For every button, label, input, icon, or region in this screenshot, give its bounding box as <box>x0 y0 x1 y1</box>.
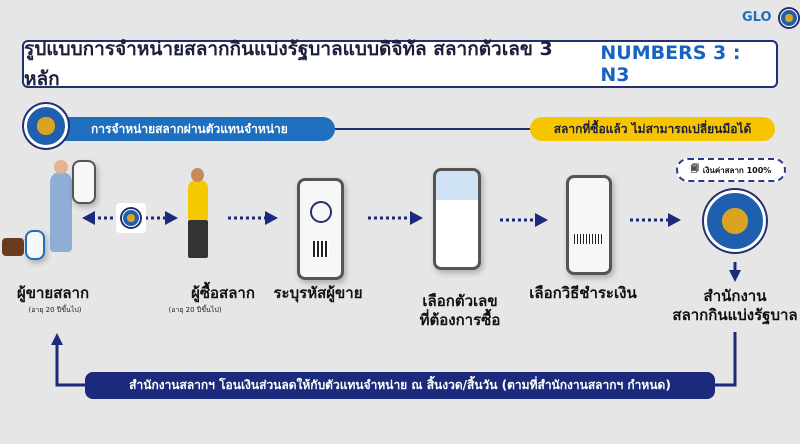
arrow-head <box>165 211 178 225</box>
seller-head <box>54 160 68 174</box>
footer-bar: สำนักงานสลากฯ โอนเงินส่วนลดให้กับตัวแทนจ… <box>85 372 715 399</box>
money-icon: 🗐 <box>690 164 699 173</box>
barcode-icon <box>574 234 604 244</box>
step-label: เลือกวิธีชำระเงิน <box>529 284 637 302</box>
notice-text: สลากที่ซื้อแล้ว ไม่สามารถเปลี่ยนมือได้ <box>553 121 752 136</box>
return-line <box>715 332 737 387</box>
step-label: ผู้ซื้อสลาก <box>191 284 255 302</box>
arrow-head <box>410 211 423 225</box>
notice-banner: สลากที่ซื้อแล้ว ไม่สามารถเปลี่ยนมือได้ <box>530 117 775 141</box>
channel-text: การจำหน่ายสลากผ่านตัวแทนจำหน่าย <box>91 121 288 136</box>
title-highlight: NUMBERS 3 : N3 <box>600 42 741 86</box>
glo-logo: GLO <box>742 10 772 25</box>
badge-text: เงินค่าสลาก 100% <box>702 165 772 175</box>
seller-phone-icon <box>72 160 96 204</box>
page-title: รูปแบบการจำหน่ายสลากกินแบ่งรัฐบาลแบบดิจิ… <box>24 38 553 90</box>
number-select-phone <box>433 168 481 270</box>
arrow-head <box>265 211 278 225</box>
qr-card-icon <box>25 230 45 260</box>
title-box: รูปแบบการจำหน่ายสลากกินแบ่งรัฐบาลแบบดิจิ… <box>22 38 778 90</box>
step-label: เลือกตัวเลข <box>422 292 498 310</box>
step-label: สำนักงาน <box>703 287 767 305</box>
user-icon <box>309 201 332 223</box>
step-label: ผู้ขายสลาก <box>16 284 90 302</box>
arrow-head <box>535 213 548 227</box>
glo-emblem-icon <box>704 190 766 252</box>
step-label: ที่ต้องการซื้อ <box>419 311 501 329</box>
step-label: ระบุรหัสผู้ขาย <box>273 284 363 302</box>
arrow-head <box>668 213 681 227</box>
channel-banner: การจำหน่ายสลากผ่านตัวแทนจำหน่าย <box>55 117 335 141</box>
payment-badge: 🗐เงินค่าสลาก 100% <box>676 158 786 182</box>
return-line <box>55 343 85 387</box>
wallet-icon <box>2 238 24 256</box>
step-sublabel: (อายุ 20 ปีขึ้นไป) <box>28 306 82 314</box>
arrow-head <box>51 333 63 345</box>
step-sublabel: (อายุ 20 ปีขึ้นไป) <box>168 306 222 314</box>
buyer-head <box>191 168 204 182</box>
arrow-head <box>82 211 95 225</box>
seller-code-phone <box>297 178 344 280</box>
footer-text: สำนักงานสลากฯ โอนเงินส่วนลดให้กับตัวแทนจ… <box>129 378 671 392</box>
buyer-legs <box>188 220 208 258</box>
glo-emblem-icon <box>122 209 140 227</box>
glo-emblem-icon <box>780 9 798 27</box>
glo-emblem-icon <box>24 104 68 148</box>
divider-line <box>335 128 530 130</box>
seller-figure <box>50 172 72 252</box>
buyer-figure <box>188 180 208 220</box>
qr-code-icon <box>312 241 329 257</box>
logo-text: GLO <box>742 10 772 25</box>
glo-badge <box>116 203 146 233</box>
arrow-head <box>729 270 741 282</box>
payment-phone <box>566 175 612 275</box>
step-label: สลากกินแบ่งรัฐบาล <box>672 306 798 324</box>
